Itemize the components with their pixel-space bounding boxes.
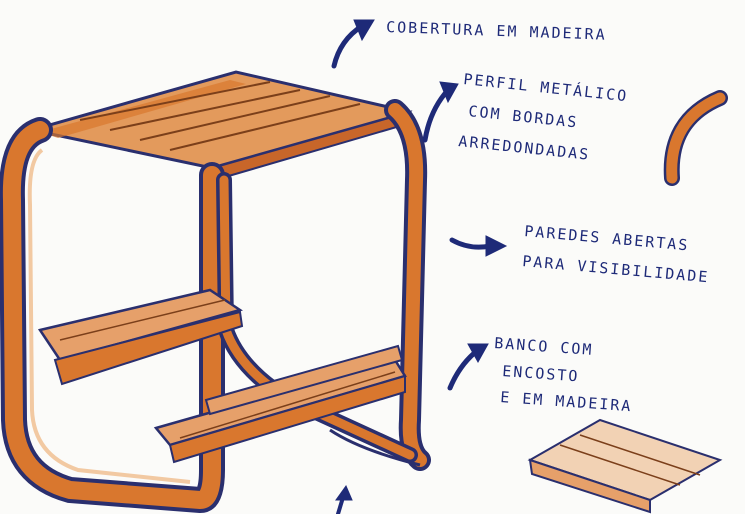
arrow-profile-icon [422, 81, 459, 143]
ground-rails [329, 428, 421, 467]
profile-detail-sketch [663, 90, 728, 186]
back-bench [37, 288, 244, 386]
front-frame [0, 117, 225, 514]
bench-detail-sketch [527, 418, 723, 514]
arrow-bench-icon [447, 343, 489, 391]
arrow-roof-icon [331, 19, 375, 69]
annotation-arrows [331, 19, 508, 514]
bus-shelter-sketch [0, 70, 431, 514]
arrow-bottom-icon [335, 484, 353, 514]
front-bench [153, 344, 407, 464]
label-bench-line2: ENCOSTO [502, 362, 580, 385]
arrow-walls-icon [449, 235, 508, 257]
